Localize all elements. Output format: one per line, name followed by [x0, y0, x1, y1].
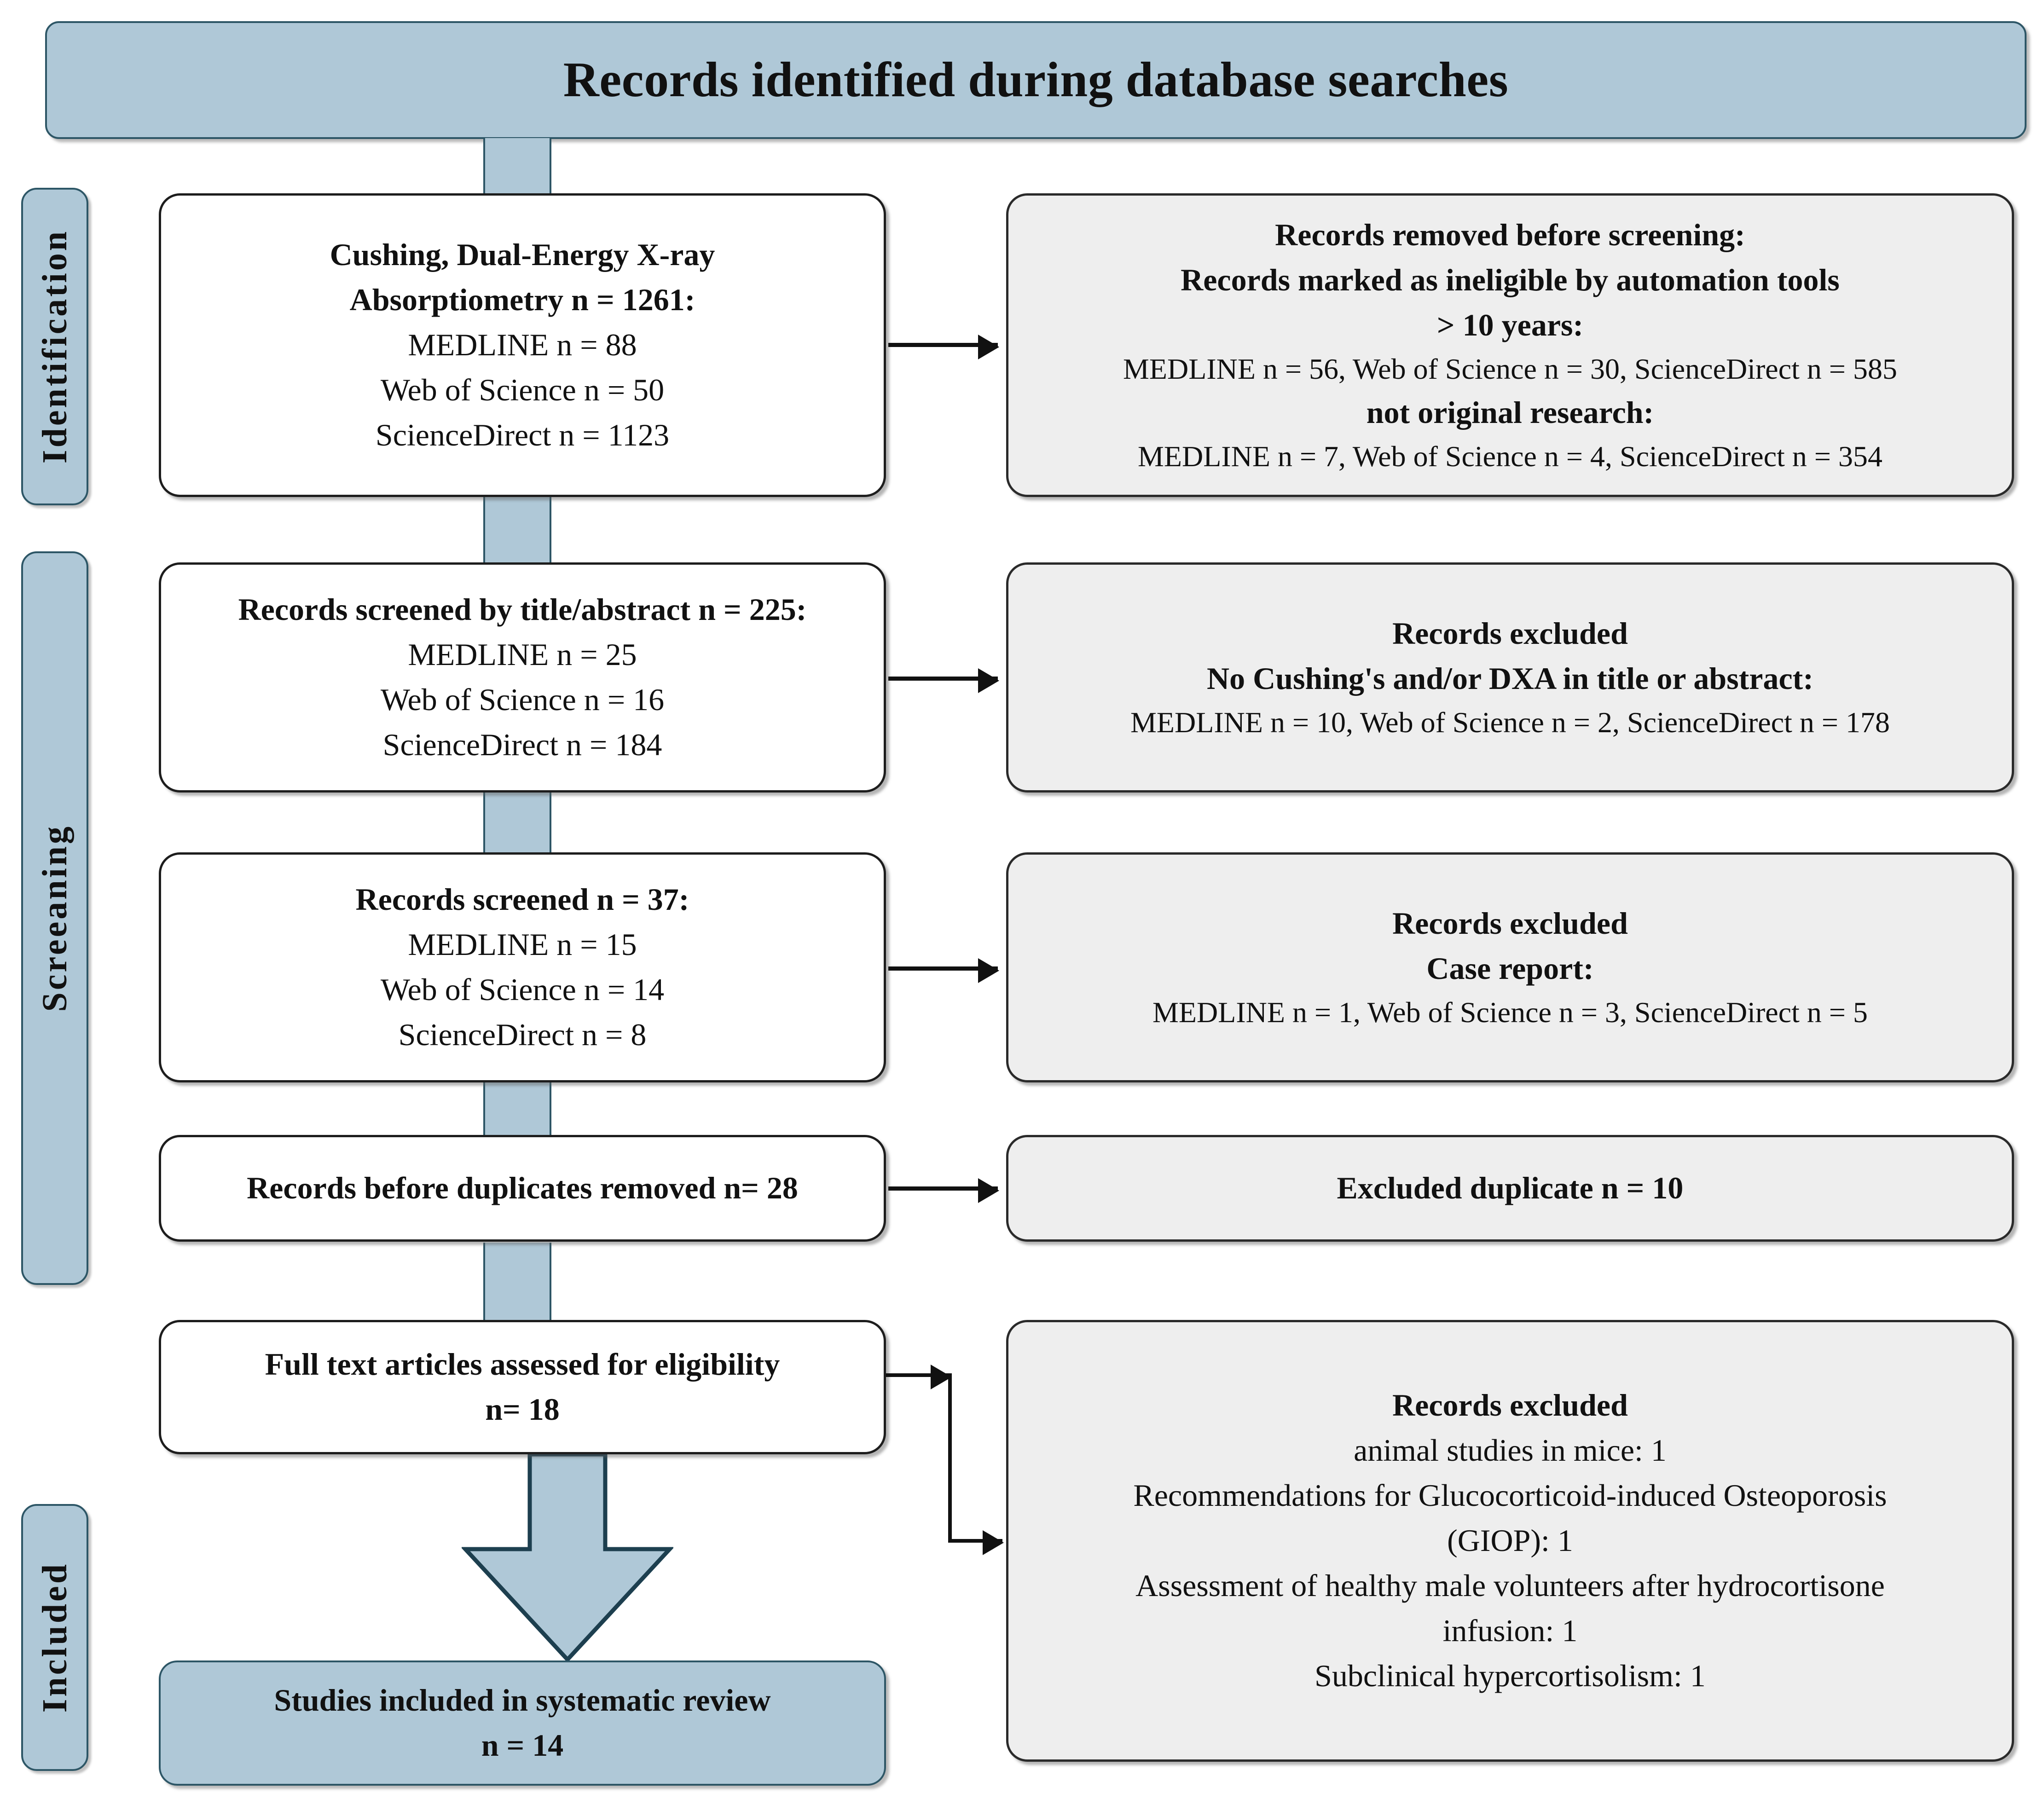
- arrow-down-to-included-icon: [462, 1454, 673, 1662]
- box-before-duplicates: Records before duplicates removed n= 28: [159, 1135, 886, 1242]
- identification-source-sciencedirect: ScienceDirect n = 1123: [375, 417, 670, 452]
- arrow-duplicates-to-excluded: [888, 1178, 999, 1203]
- connector-identification-to-screened: [483, 486, 551, 565]
- full-text-line2: n= 18: [485, 1392, 560, 1427]
- screened-ta-heading: Records screened by title/abstract n = 2…: [238, 592, 807, 627]
- studies-included-line2: n = 14: [481, 1728, 564, 1763]
- excluded-fulltext-item-2: (GIOP): 1: [1447, 1523, 1573, 1558]
- arrow-identification-to-removed: [888, 335, 999, 359]
- page-title: Records identified during database searc…: [563, 52, 1509, 107]
- screened-ta-medline: MEDLINE n = 25: [408, 637, 637, 672]
- before-duplicates-heading: Records before duplicates removed n= 28: [247, 1170, 798, 1206]
- arrow-screened-ta-to-excluded: [888, 668, 999, 693]
- excluded-ta-counts: MEDLINE n = 10, Web of Science n = 2, Sc…: [1130, 706, 1890, 739]
- excluded-fulltext-item-4: infusion: 1: [1442, 1613, 1578, 1648]
- stage-bar-screening: Screeaning: [21, 551, 88, 1285]
- excluded-case-heading: Records excluded: [1392, 906, 1628, 941]
- screened-ta-sciencedirect: ScienceDirect n = 184: [382, 727, 662, 762]
- excluded-ta-heading: Records excluded: [1392, 616, 1628, 651]
- box-removed-before-screening: Records removed before screening: Record…: [1006, 193, 2014, 497]
- excluded-case-counts: MEDLINE n = 1, Web of Science n = 3, Sci…: [1152, 995, 1868, 1029]
- box-excluded-full-text: Records excluded animal studies in mice:…: [1006, 1320, 2014, 1762]
- studies-included-line1: Studies included in systematic review: [274, 1683, 771, 1718]
- excluded-fulltext-item-5: Subclinical hypercortisolism: 1: [1314, 1658, 1706, 1693]
- stage-label-identification: Identification: [35, 229, 74, 464]
- stage-label-screening: Screeaning: [35, 824, 74, 1012]
- excluded-fulltext-item-3: Assessment of healthy male volunteers af…: [1135, 1568, 1885, 1603]
- arrow-full-text-elbow-top: [886, 1365, 952, 1389]
- excluded-ta-reason: No Cushing's and/or DXA in title or abst…: [1207, 660, 1813, 696]
- excluded-fulltext-heading: Records excluded: [1392, 1388, 1628, 1423]
- records-screened-sciencedirect: ScienceDirect n = 8: [398, 1017, 647, 1052]
- excluded-fulltext-item-0: animal studies in mice: 1: [1354, 1433, 1667, 1468]
- stage-bar-included: Included: [21, 1504, 88, 1771]
- removed-reason1-sub: > 10 years:: [1436, 307, 1584, 342]
- box-records-screened: Records screened n = 37: MEDLINE n = 15 …: [159, 852, 886, 1082]
- removed-reason2-heading: not original research:: [1366, 394, 1654, 430]
- diagram-header-band: Records identified during database searc…: [45, 21, 2027, 139]
- arrow-full-text-elbow-vertical: [948, 1373, 952, 1539]
- identification-source-wos: Web of Science n = 50: [380, 372, 665, 407]
- records-screened-medline: MEDLINE n = 15: [408, 927, 637, 962]
- identification-title-line2: Absorptiometry n = 1261:: [349, 282, 695, 318]
- excluded-duplicate-heading: Excluded duplicate n = 10: [1337, 1170, 1684, 1206]
- box-identification-sources: Cushing, Dual-Energy X-ray Absorptiometr…: [159, 193, 886, 497]
- identification-source-medline: MEDLINE n = 88: [408, 327, 637, 363]
- box-full-text-assessed: Full text articles assessed for eligibil…: [159, 1320, 886, 1454]
- removed-reason2-counts: MEDLINE n = 7, Web of Science n = 4, Sci…: [1138, 440, 1882, 473]
- box-excluded-duplicate: Excluded duplicate n = 10: [1006, 1135, 2014, 1242]
- excluded-fulltext-item-1: Recommendations for Glucocorticoid-induc…: [1133, 1478, 1887, 1513]
- box-screened-title-abstract: Records screened by title/abstract n = 2…: [159, 562, 886, 793]
- box-excluded-title-abstract: Records excluded No Cushing's and/or DXA…: [1006, 562, 2014, 793]
- removed-reason1-heading: Records marked as ineligible by automati…: [1181, 262, 1840, 297]
- box-excluded-case-report: Records excluded Case report: MEDLINE n …: [1006, 852, 2014, 1082]
- full-text-line1: Full text articles assessed for eligibil…: [265, 1347, 780, 1382]
- arrow-full-text-elbow-bottom: [948, 1530, 1004, 1555]
- stage-label-included: Included: [35, 1562, 74, 1713]
- records-screened-heading: Records screened n = 37:: [355, 882, 689, 917]
- excluded-case-reason: Case report:: [1426, 950, 1594, 986]
- arrow-records-screened-to-excluded: [888, 958, 999, 983]
- removed-heading: Records removed before screening:: [1275, 217, 1745, 253]
- screened-ta-wos: Web of Science n = 16: [380, 682, 665, 717]
- identification-title-line1: Cushing, Dual-Energy X-ray: [330, 237, 715, 272]
- box-studies-included: Studies included in systematic review n …: [159, 1660, 886, 1786]
- stage-bar-identification: Identification: [21, 188, 88, 505]
- records-screened-wos: Web of Science n = 14: [380, 972, 665, 1007]
- removed-reason1-counts: MEDLINE n = 56, Web of Science n = 30, S…: [1123, 352, 1897, 385]
- connector-duplicates-to-fulltext: [483, 1243, 551, 1321]
